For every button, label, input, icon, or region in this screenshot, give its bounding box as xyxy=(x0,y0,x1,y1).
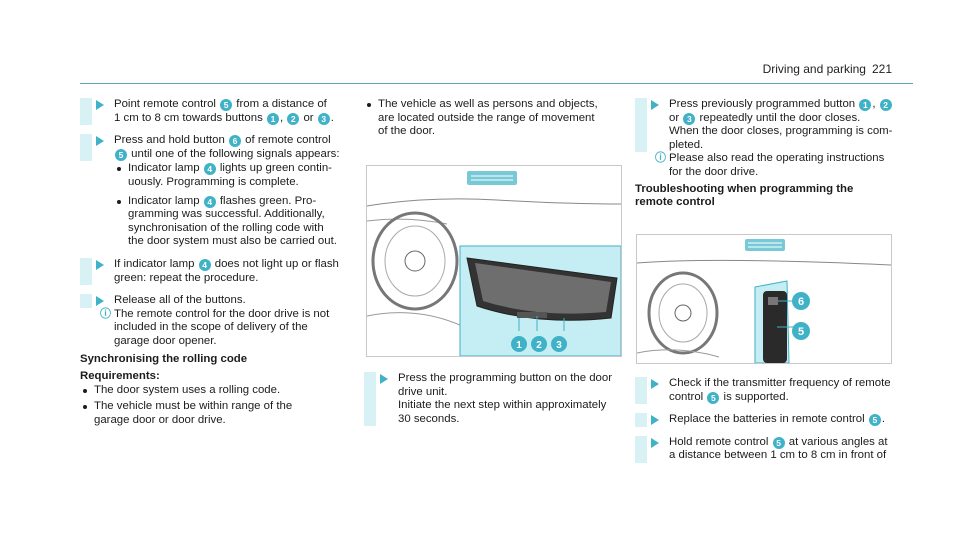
callout-1: 1 xyxy=(859,99,872,111)
page-number: 221 xyxy=(871,62,892,76)
callout-3: 3 xyxy=(317,112,330,125)
requirement-item: The vehicle as well as persons and objec… xyxy=(364,98,622,139)
step-check-frequency: Check if the transmitter frequency of re… xyxy=(635,377,893,405)
figure-mirror-buttons: 1 2 3 xyxy=(366,165,622,357)
step-indicator-check: If indicator lamp 4 does not light up or… xyxy=(80,257,348,286)
triangle-step-icon xyxy=(651,437,659,448)
info-icon: ⓘ xyxy=(100,307,111,320)
page-header: Driving and parking 221 xyxy=(762,62,892,77)
triangle-step-icon xyxy=(651,415,659,426)
callout-6: 6 xyxy=(229,135,241,148)
column-3: Press previously programmed button 1, 2 … xyxy=(635,98,893,210)
step-hold-remote: Hold remote control 5 at various angles … xyxy=(635,435,893,463)
triangle-step-icon xyxy=(96,296,104,307)
figure-callout-5: 5 xyxy=(798,326,804,338)
callout-5: 5 xyxy=(772,436,785,449)
triangle-step-icon xyxy=(651,100,659,110)
note-scope: ⓘ The remote control for the door drive … xyxy=(100,307,330,347)
step-press-hold: Press and hold button 6 of remote contro… xyxy=(80,134,348,162)
callout-5: 5 xyxy=(707,391,720,404)
callout-4: 4 xyxy=(203,195,216,208)
signal-bullet-1: Indicator lamp 4 lights up green contin-… xyxy=(80,162,348,189)
callout-5: 5 xyxy=(868,414,881,427)
triangle-step-icon xyxy=(96,259,104,270)
signal-bullet-2: Indicator lamp 4 flashes green. Pro- gra… xyxy=(80,195,348,249)
callout-2: 2 xyxy=(287,112,300,125)
figure-callout-2: 2 xyxy=(536,340,542,351)
column-3-lower: Check if the transmitter frequency of re… xyxy=(635,377,893,463)
mirror-illustration: 1 2 3 xyxy=(367,171,621,356)
triangle-step-icon xyxy=(651,379,659,389)
step-press-door-button: Press the programming button on the door… xyxy=(364,372,622,427)
callout-5: 5 xyxy=(115,148,127,161)
callout-3: 3 xyxy=(683,112,696,125)
remote-illustration: 6 5 xyxy=(637,239,891,363)
triangle-step-icon xyxy=(96,136,104,147)
figure-callout-1: 1 xyxy=(516,340,522,351)
header-rule xyxy=(80,83,913,84)
column-1: Point remote control 5 from a distance o… xyxy=(80,98,348,427)
header-title: Driving and parking xyxy=(762,62,866,76)
figure-callout-6: 6 xyxy=(798,296,804,308)
info-icon: ⓘ xyxy=(655,152,666,165)
triangle-step-icon xyxy=(96,100,104,110)
note-door-drive: ⓘ Please also read the operating instruc… xyxy=(655,152,885,178)
step-point-remote: Point remote control 5 from a distance o… xyxy=(80,98,348,126)
callout-2: 2 xyxy=(879,99,892,111)
section-heading: Synchronising the rolling code xyxy=(80,352,248,365)
step-release: Release all of the buttons. xyxy=(80,294,348,308)
figure-callout-3: 3 xyxy=(556,340,562,351)
triangle-step-icon xyxy=(380,374,388,384)
column-2-lower: Press the programming button on the door… xyxy=(364,372,622,427)
column-2: The vehicle as well as persons and objec… xyxy=(364,98,622,139)
step-band xyxy=(80,98,92,126)
requirements-label: Requirements: xyxy=(80,370,160,383)
callout-4: 4 xyxy=(198,258,211,271)
callout-1: 1 xyxy=(266,112,279,125)
callout-4: 4 xyxy=(203,163,216,176)
step-replace-batteries: Replace the batteries in remote control … xyxy=(635,413,893,427)
callout-5: 5 xyxy=(220,99,233,111)
figure-remote-control: 6 5 xyxy=(636,234,892,364)
requirement-item: The door system uses a rolling code. xyxy=(80,384,348,398)
step-press-programmed: Press previously programmed button 1, 2 … xyxy=(635,98,893,153)
